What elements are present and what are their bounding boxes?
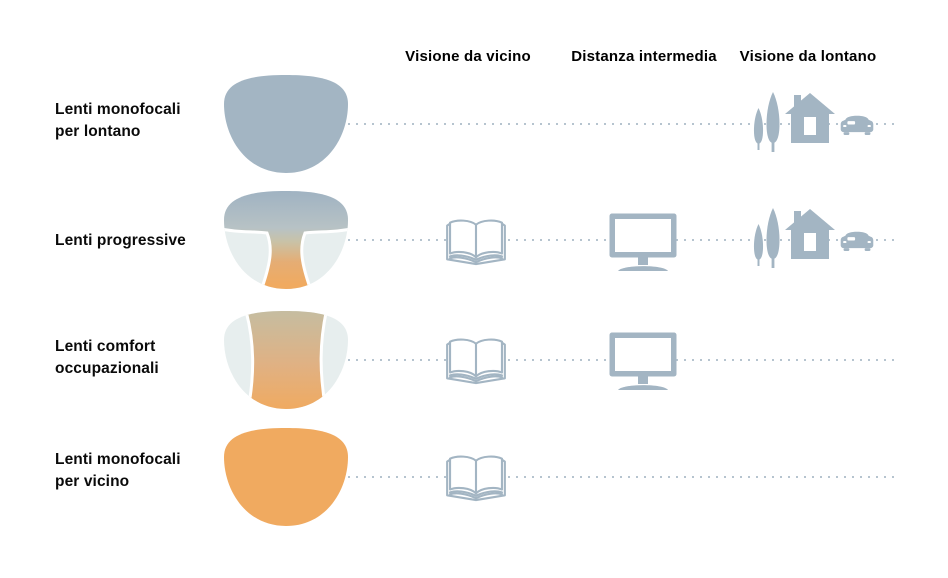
row-label-line: per vicino <box>55 473 130 490</box>
cypress-tree-tall-icon <box>766 92 780 152</box>
row-label-monofocal-distance: Lenti monofocali per lontano <box>55 99 181 143</box>
lens-shape-monofocal-near <box>224 428 348 526</box>
row-label-line: per lontano <box>55 123 141 140</box>
open-book-icon <box>445 216 507 266</box>
cypress-tree-small-icon <box>753 108 764 150</box>
house-icon <box>785 93 835 143</box>
cypress-tree-tall-icon <box>766 208 780 268</box>
dotted-guide-line-row-1 <box>348 123 898 125</box>
open-book-icon <box>445 335 507 385</box>
open-book-icon <box>445 452 507 502</box>
lens-shape-monofocal-distance <box>224 75 348 173</box>
row-label-line: Lenti progressive <box>55 232 186 249</box>
desktop-monitor-icon <box>609 332 677 390</box>
lens-shape-occupational-comfort <box>224 311 348 409</box>
cypress-tree-small-icon <box>753 224 764 266</box>
row-label-line: Lenti monofocali <box>55 101 181 118</box>
desktop-monitor-icon <box>609 213 677 271</box>
column-header-near-vision: Visione da vicino <box>405 48 531 65</box>
car-icon <box>840 115 874 135</box>
row-label-progressive: Lenti progressive <box>55 230 186 252</box>
car-icon <box>840 231 874 251</box>
row-label-monofocal-near: Lenti monofocali per vicino <box>55 449 181 493</box>
row-label-line: Lenti comfort <box>55 338 156 355</box>
column-header-intermediate-distance: Distanza intermedia <box>571 48 717 65</box>
column-header-far-vision: Visione da lontano <box>739 48 877 65</box>
far-vision-scene-row-1 <box>753 92 874 152</box>
far-vision-scene-row-2 <box>753 208 874 268</box>
dotted-guide-line-row-4 <box>348 476 898 478</box>
house-icon <box>785 209 835 259</box>
lens-shape-progressive <box>224 191 348 289</box>
row-label-line: Lenti monofocali <box>55 451 181 468</box>
row-label-occupational-comfort: Lenti comfort occupazionali <box>55 336 159 380</box>
row-label-line: occupazionali <box>55 360 159 377</box>
